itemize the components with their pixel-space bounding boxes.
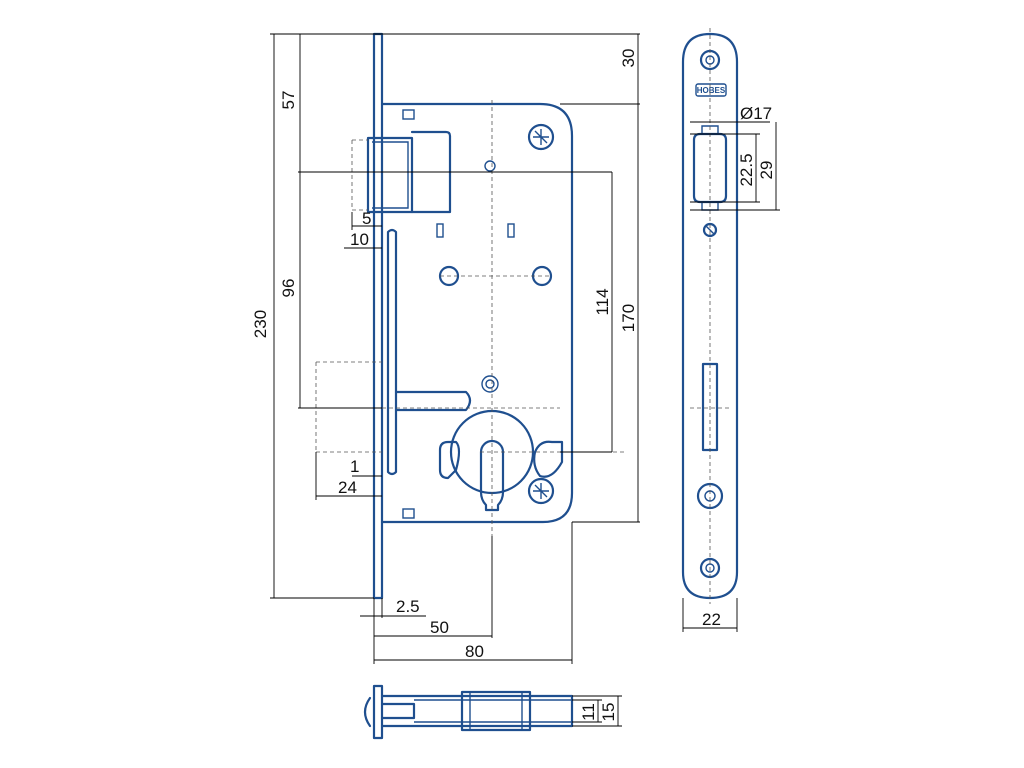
dim-latch-to-handle: 96 [279, 279, 298, 298]
lock-body-front-view [298, 32, 624, 600]
dim-latch-step-small: 5 [362, 209, 371, 228]
dimension-labels: 230 57 96 30 114 170 5 10 1 24 2.5 50 80 [251, 49, 638, 661]
dim-deadbolt-offset: 1 [350, 457, 359, 476]
dim-faceplate-thickness: 2.5 [396, 597, 420, 616]
dim-latch-to-cylinder: 114 [593, 288, 612, 315]
deadbolt-bar [315, 228, 472, 476]
dim-top-to-plate: 30 [619, 49, 638, 68]
brand-plate [695, 83, 727, 97]
top-view-case [380, 694, 574, 728]
dim-top-to-latch: 57 [279, 91, 298, 110]
bottom-tab [402, 508, 415, 519]
dim-body-thickness-inner: 11 [579, 703, 598, 721]
pivot-hole-top [484, 160, 496, 172]
dim-body-thickness-outer: 15 [599, 703, 618, 722]
mount-screw-bottom [527, 477, 555, 505]
top-view-cylinder-housing [460, 690, 532, 732]
dim-latch-opening-inner: 22.5 [737, 153, 756, 186]
top-tab [402, 109, 415, 120]
dimension-lines [270, 33, 640, 664]
faceplate-front-view: HOBES [681, 28, 739, 604]
dim-latch-diameter: Ø17 [740, 104, 772, 123]
slot-left [436, 223, 444, 238]
lock-top-view [363, 684, 574, 740]
dim-body-depth: 80 [465, 642, 484, 661]
dim-total-height: 230 [251, 310, 270, 338]
faceplate-dimensions: 22 Ø17 22.5 29 [682, 104, 780, 632]
slot-right [507, 223, 515, 238]
lock-case-outline [380, 102, 574, 524]
latch-bolt [351, 130, 452, 214]
dim-body-height: 170 [619, 304, 638, 332]
brand-label: HOBES [697, 86, 726, 95]
dim-latch-opening-outer: 29 [757, 161, 776, 180]
dim-backset: 50 [430, 618, 449, 637]
dim-deadbolt-throw: 24 [338, 478, 357, 497]
top-view-faceplate [372, 684, 384, 740]
pivot-hole-middle [481, 375, 499, 393]
dim-latch-step-large: 10 [350, 230, 369, 249]
faceplate-side [372, 32, 384, 600]
faceplate-outline [681, 32, 739, 600]
top-view-dimensions: 11 15 [572, 695, 622, 727]
mount-screw-top [527, 123, 555, 151]
dim-faceplate-width: 22 [702, 610, 721, 629]
cylinder-cutout [438, 409, 564, 512]
